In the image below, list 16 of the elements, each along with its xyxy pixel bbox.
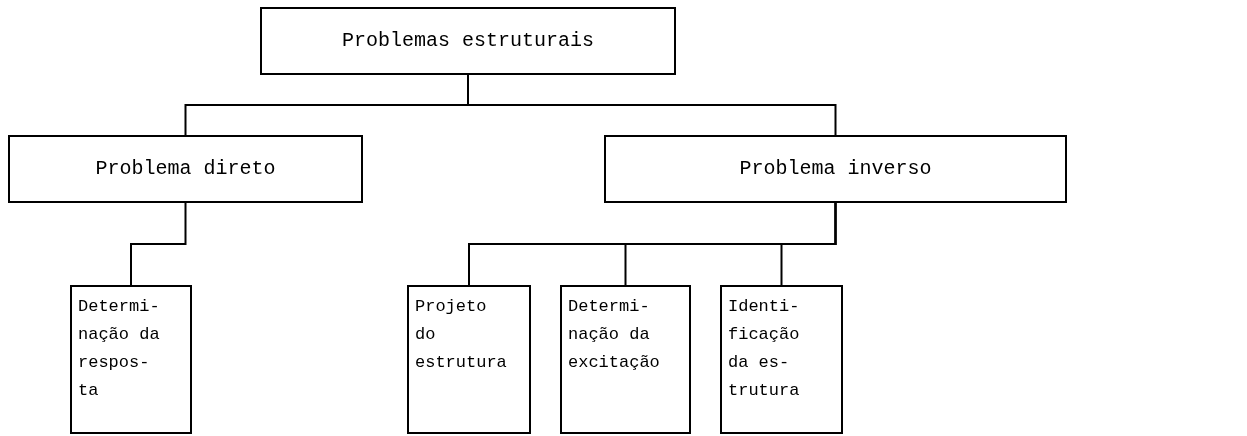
box-label: Determi- nação da respos- ta bbox=[78, 296, 161, 402]
box-label: Determi- nação da excitação bbox=[568, 296, 661, 374]
hierarchy-box bbox=[407, 285, 531, 434]
box-label: Identi- ficação da es- trutura bbox=[728, 296, 801, 402]
hierarchy-box bbox=[70, 285, 192, 434]
box-label: Problemas estruturais bbox=[341, 28, 594, 54]
hierarchy-box bbox=[8, 135, 363, 203]
box-label: Problema inverso bbox=[739, 156, 932, 182]
hierarchy-box bbox=[604, 135, 1067, 203]
hierarchy-box bbox=[260, 7, 676, 75]
connector-line bbox=[130, 202, 187, 286]
hierarchy-box bbox=[720, 285, 843, 434]
hierarchy-box bbox=[560, 285, 691, 434]
box-label: Projeto do estrutura bbox=[415, 296, 508, 374]
connector-line bbox=[780, 202, 837, 286]
box-label: Problema direto bbox=[95, 156, 276, 182]
